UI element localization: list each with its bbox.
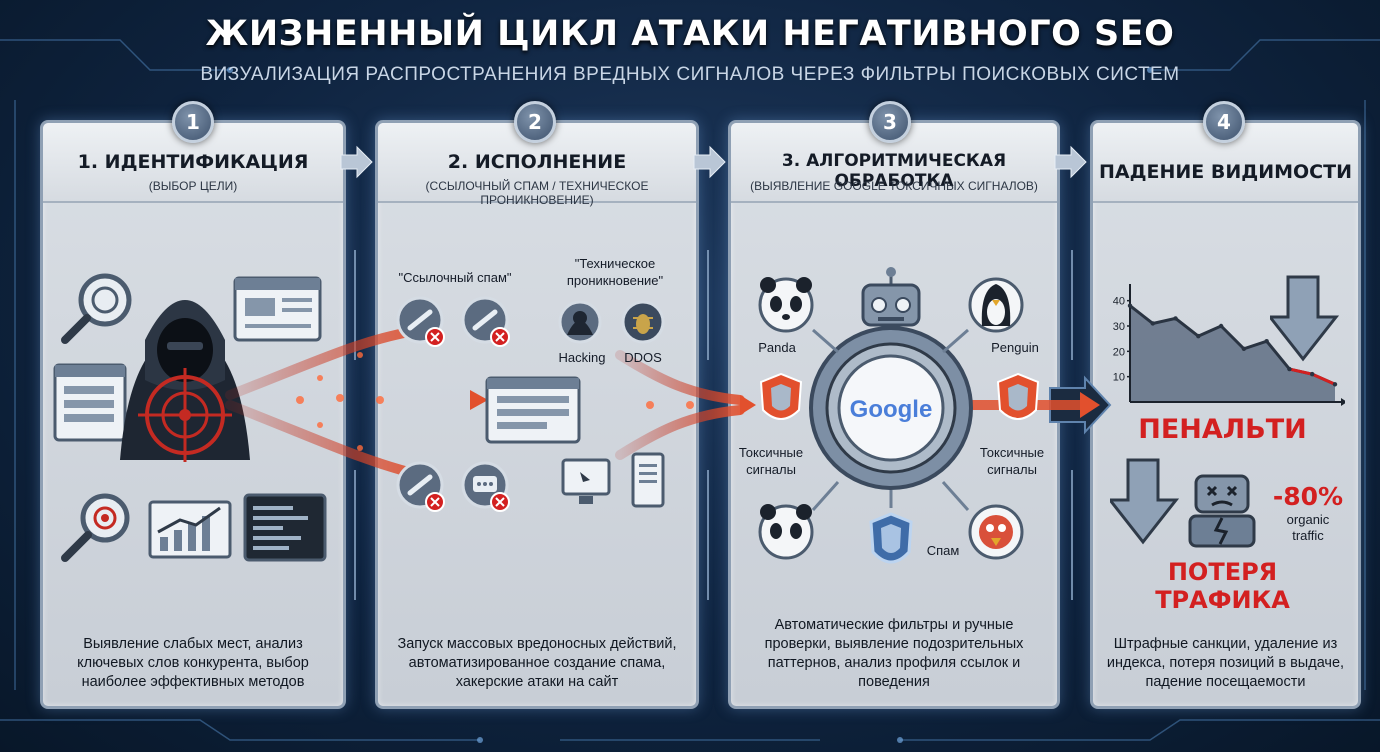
stage-number-3: 3 [869, 101, 911, 143]
stage-arrows [340, 145, 1087, 179]
toxic-signals-right-line2: сигналы [987, 462, 1037, 477]
penguin-label: Penguin [991, 340, 1039, 355]
stage-subtitle-1: (ВЫБОР ЦЕЛИ) [148, 179, 238, 193]
penalty-label: ПЕНАЛЬТИ [1138, 414, 1307, 445]
broken-link-icon-3 [396, 461, 445, 512]
chart-x-axis-arrow [1341, 398, 1345, 406]
spam-shield-icon [869, 512, 913, 564]
penguin-icon [968, 277, 1024, 333]
chart-point-6 [1264, 339, 1269, 344]
visibility-drop-chart: 10 20 30 40 [1113, 284, 1345, 406]
chart-point-8 [1310, 371, 1315, 377]
ddos-label: DDOS [624, 350, 662, 365]
chart-area [1130, 305, 1335, 402]
target-magnifier-icon [61, 493, 130, 562]
browser-window-icon [53, 363, 127, 442]
stage-description-4: Штрафные санкции, удаление из индекса, п… [1106, 636, 1345, 690]
stage-title-3: 3. АЛГОРИТМИЧЕСКАЯ ОБРАБОТКА [781, 151, 1007, 191]
panda-icon-bottom [758, 504, 814, 560]
monitor-icon [561, 458, 611, 504]
shield-icon-right [996, 372, 1040, 420]
chart-point-4 [1218, 323, 1224, 329]
arrow-3-to-4 [1054, 145, 1087, 179]
traffic-drop-percent: -80% [1272, 482, 1344, 511]
stage-subtitle-2: (ССЫЛОЧНЫЙ СПАМ / ТЕХНИЧЕСКОЕ ПРОНИКНОВЕ… [425, 179, 649, 207]
chart-point-5 [1241, 346, 1247, 351]
stage1-illustration [53, 273, 327, 562]
tech-penetration-label-line2: проникновение" [566, 273, 664, 288]
page-title: ЖИЗНЕННЫЙ ЦИКЛ АТАКИ НЕГАТИВНОГО SEO [205, 14, 1175, 54]
chart-point-2 [1173, 316, 1178, 321]
toxic-signals-left-line1: Токсичные [738, 445, 804, 460]
stage3-illustration: Google [758, 267, 1040, 564]
stage2-illustration [396, 296, 665, 512]
stage-title-1: 1. ИДЕНТИФИКАЦИЯ [77, 151, 309, 173]
arrow-2-to-3 [693, 145, 726, 179]
chart-point-7 [1287, 366, 1292, 372]
chart-y-tick-2: 30 [1113, 321, 1125, 333]
arrow-1-to-2 [340, 145, 373, 179]
chart-point-3 [1196, 333, 1201, 339]
chart-point-9 [1332, 382, 1338, 387]
broken-link-icon-2 [461, 296, 510, 347]
google-filter-ring [809, 326, 973, 490]
stage-subtitle-3: (ВЫЯВЛЕНИЕ GOOGLE ТОКСИЧНЫХ СИГНАЛОВ) [750, 179, 1038, 193]
google-logo: Google [850, 396, 933, 423]
stage-description-1: Выявление слабых мест, анализ ключевых с… [77, 636, 309, 690]
spam-label: Спам [926, 543, 960, 558]
chart-point-1 [1150, 321, 1155, 326]
down-arrow-icon-top [1270, 275, 1340, 362]
angry-bird-icon [968, 504, 1024, 560]
server-document-icon [631, 452, 665, 508]
broken-link-icon-1 [396, 296, 445, 347]
webpage-icon [233, 276, 322, 342]
toxic-signals-right-line1: Токсичные [979, 445, 1045, 460]
chart-y-tick-3: 40 [1113, 296, 1125, 308]
robot-icon [861, 267, 921, 327]
shield-icon-left [759, 372, 803, 420]
growth-chart-icon [148, 500, 232, 559]
broken-robot-icon [1188, 474, 1256, 548]
panda-icon [758, 277, 814, 333]
stage-description-3: Автоматические фильтры и ручные проверки… [764, 617, 1024, 690]
target-crosshair-icon [138, 368, 232, 462]
toxic-signals-left-line2: сигналы [746, 462, 796, 477]
stage-title-2: 2. ИСПОЛНЕНИЕ [447, 151, 627, 173]
magnifier-icon [61, 273, 132, 344]
hacking-label: Hacking [558, 350, 606, 365]
link-spam-label: "Ссылочный спам" [398, 270, 512, 285]
tech-penetration-label-line1: "Техническое [574, 256, 656, 271]
code-window-icon [243, 493, 327, 562]
hacking-icon [558, 300, 602, 344]
chart-point-0 [1127, 303, 1133, 308]
stage-description-2: Запуск массовых вредоносных действий, ав… [397, 636, 677, 690]
stage-title-4: ПАДЕНИЕ ВИДИМОСТИ [1099, 161, 1352, 183]
stage-number-4: 4 [1203, 101, 1245, 143]
page-subtitle: ВИЗУАЛИЗАЦИЯ РАСПРОСТРАНЕНИЯ ВРЕДНЫХ СИГ… [200, 64, 1180, 85]
target-site-icon [485, 376, 581, 444]
organic-traffic-note-line1: organic [1286, 512, 1330, 527]
chart-y-tick-1: 20 [1113, 346, 1125, 358]
organic-traffic-note-line2: traffic [1292, 528, 1324, 543]
ddos-bug-icon [621, 300, 665, 344]
traffic-loss-label: ПОТЕРЯ ТРАФИКА [1155, 558, 1290, 614]
stage-header-1: 1. ИДЕНТИФИКАЦИЯ (ВЫБОР ЦЕЛИ) [43, 123, 343, 203]
spam-comment-icon [461, 461, 510, 512]
down-arrow-icon-bottom [1110, 458, 1180, 545]
stage-number-2: 2 [514, 101, 556, 143]
panda-label: Panda [758, 340, 796, 355]
chart-y-tick-0: 10 [1113, 372, 1125, 384]
stage-number-1: 1 [172, 101, 214, 143]
